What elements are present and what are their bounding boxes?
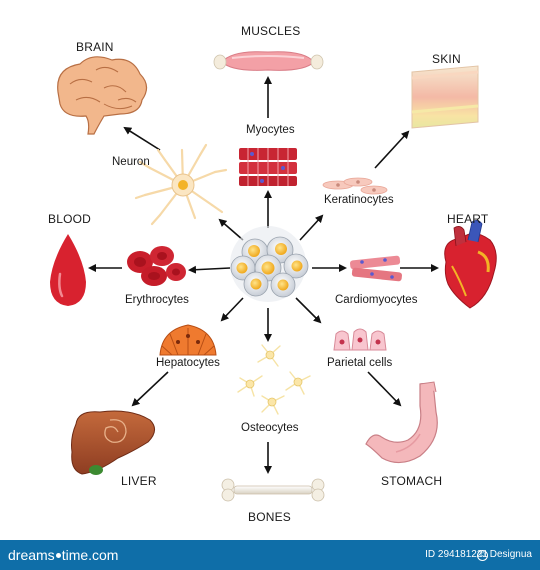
myocytes-illustration bbox=[239, 148, 297, 186]
arrow-to-stomach bbox=[367, 371, 402, 407]
bone-illustration bbox=[221, 478, 325, 502]
label-cardiomyocytes: Cardiomyocytes bbox=[335, 294, 418, 306]
stem-cell-cluster bbox=[230, 226, 309, 302]
copyright-icon: © bbox=[476, 550, 488, 561]
label-heart: HEART bbox=[447, 212, 489, 226]
image-id: ID 294181221 bbox=[425, 549, 488, 560]
parietal-cells-illustration bbox=[333, 328, 387, 351]
label-brain: BRAIN bbox=[76, 40, 114, 54]
label-parietal-cells: Parietal cells bbox=[327, 357, 393, 369]
cardiomyocytes-illustration bbox=[350, 255, 402, 282]
arrows bbox=[88, 76, 439, 474]
blood-drop-illustration bbox=[50, 234, 86, 306]
liver-illustration bbox=[71, 410, 155, 475]
diagram-svg bbox=[50, 51, 497, 502]
brand-right: time.com bbox=[61, 547, 119, 563]
skin-illustration bbox=[411, 65, 479, 129]
label-bones: BONES bbox=[248, 510, 292, 524]
label-stomach: STOMACH bbox=[381, 474, 443, 488]
brand-left: dreams bbox=[8, 547, 55, 563]
label-blood: BLOOD bbox=[48, 212, 92, 226]
author-credit: ©Designua bbox=[476, 549, 532, 561]
label-hepatocytes: Hepatocytes bbox=[156, 357, 220, 369]
author-name: Designua bbox=[489, 549, 532, 560]
brain-illustration bbox=[57, 56, 148, 135]
arrow-to-brain bbox=[123, 126, 161, 151]
hepatocytes-illustration bbox=[159, 324, 217, 356]
arrow-to-liver bbox=[131, 371, 169, 407]
arrow-to-hepatocytes bbox=[220, 297, 244, 322]
label-neuron: Neuron bbox=[112, 156, 150, 168]
arrow-to-skin bbox=[374, 130, 410, 169]
label-keratinocytes: Keratinocytes bbox=[324, 194, 394, 206]
label-myocytes: Myocytes bbox=[246, 124, 295, 136]
keratinocytes-illustration bbox=[322, 177, 388, 195]
diagram-stage: MUSCLES BRAIN SKIN BLOOD HEART LIVER STO… bbox=[48, 24, 497, 524]
stomach-illustration bbox=[365, 381, 438, 464]
muscles-illustration bbox=[213, 51, 324, 71]
label-erythrocytes: Erythrocytes bbox=[125, 294, 189, 306]
label-liver: LIVER bbox=[121, 474, 157, 488]
osteocytes-illustration bbox=[237, 344, 311, 415]
arrow-to-neuron bbox=[218, 218, 244, 241]
brand-logo: dreams time.com bbox=[8, 547, 118, 563]
arrow-to-keratinocytes bbox=[299, 214, 324, 241]
erythrocytes-illustration bbox=[127, 246, 186, 286]
arrow-to-parietal bbox=[295, 297, 322, 324]
watermark-footer: dreams time.com ID 294181221 ©Designua bbox=[0, 540, 540, 570]
neuron-illustration bbox=[134, 143, 228, 226]
label-osteocytes: Osteocytes bbox=[241, 422, 299, 434]
heart-illustration bbox=[444, 220, 497, 309]
label-muscles: MUSCLES bbox=[241, 24, 301, 38]
arrow-to-erythrocytes bbox=[188, 265, 231, 274]
label-skin: SKIN bbox=[432, 52, 461, 66]
brand-dot-icon bbox=[55, 553, 61, 558]
